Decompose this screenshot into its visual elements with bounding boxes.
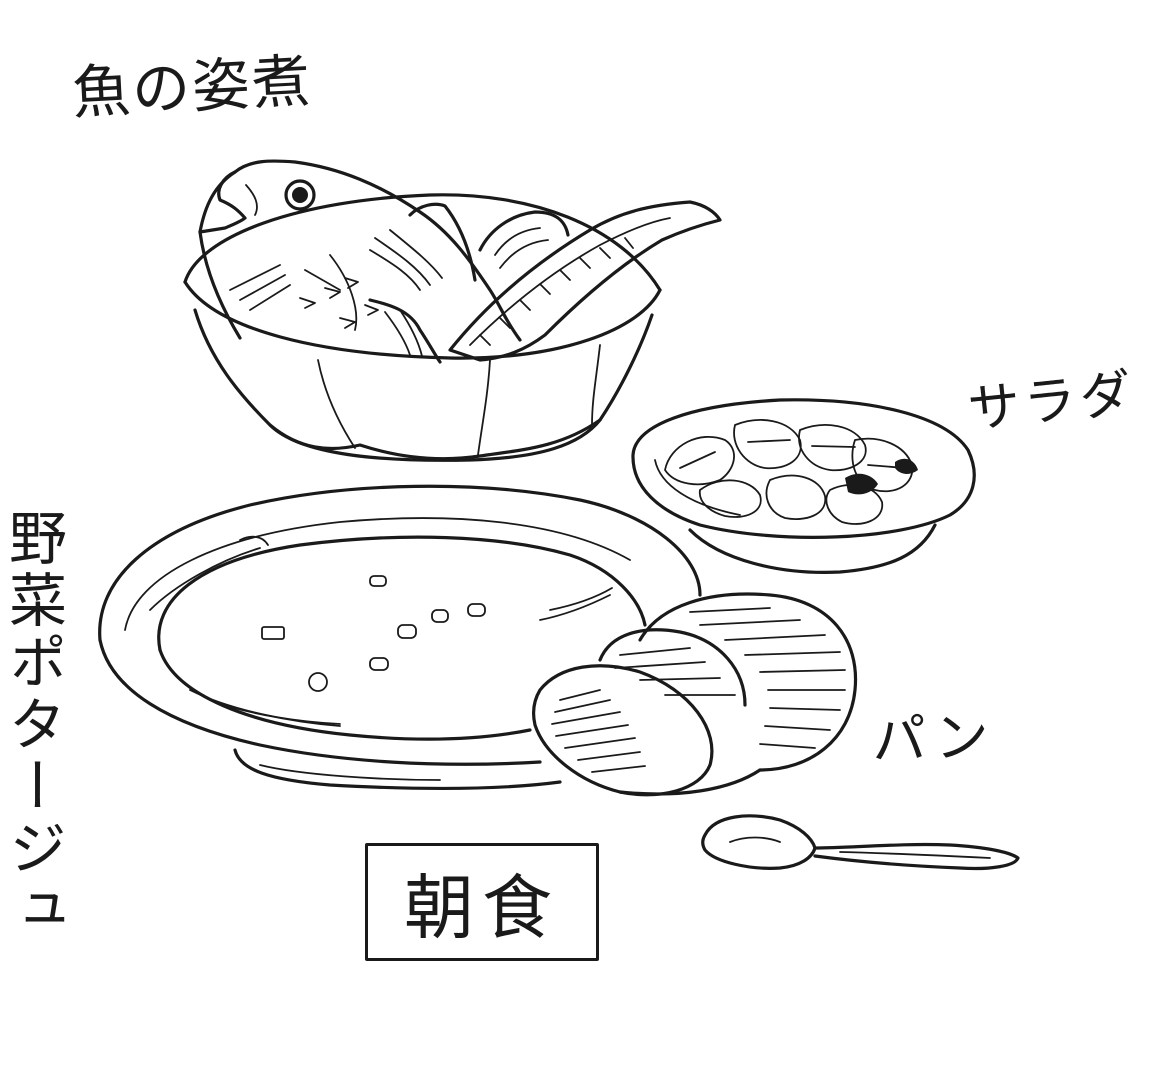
breakfast-title: 朝食 — [404, 866, 560, 949]
bread-label: パン — [870, 704, 996, 773]
fish-bowl-drawing — [183, 159, 722, 462]
bread-drawing — [532, 592, 858, 797]
potage-label: 野菜ポタージュ — [0, 508, 67, 942]
title-box: 朝食 — [365, 843, 599, 961]
salad-bowl-drawing — [631, 398, 976, 574]
spoon-drawing — [701, 814, 1020, 871]
soup-plate-drawing — [98, 484, 702, 791]
fish-dish-label: 魚の姿煮 — [70, 46, 314, 128]
